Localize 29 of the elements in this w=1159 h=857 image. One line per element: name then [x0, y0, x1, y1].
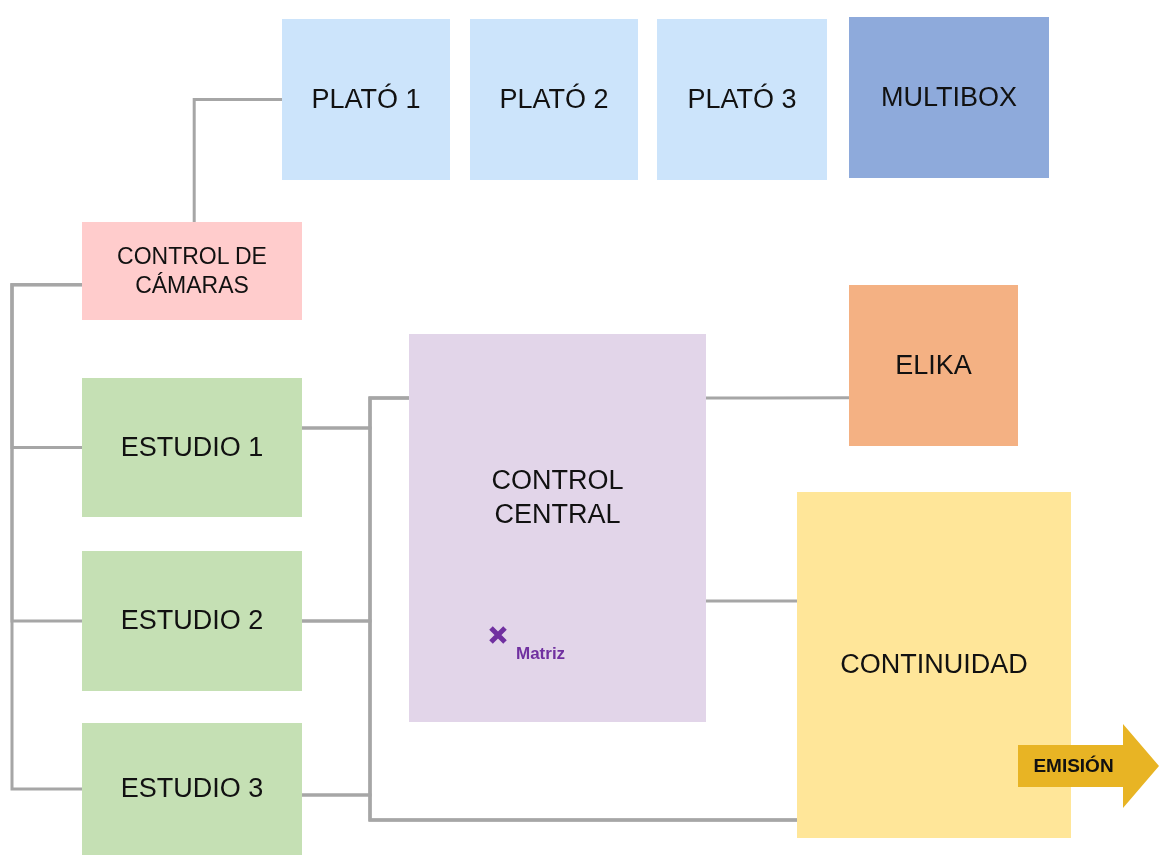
- stage-box: [470, 19, 638, 180]
- block-arrow: [1018, 724, 1159, 808]
- box-label: CONTROL CENTRAL: [490, 464, 625, 531]
- box-label: ELIKA: [894, 348, 973, 382]
- connector-line: [10, 283, 82, 791]
- box-label: ESTUDIO 3: [119, 772, 265, 806]
- box-label: CONTINUIDAD: [840, 648, 1028, 682]
- box-label: ESTUDIO 1: [119, 430, 265, 464]
- process-box: [849, 285, 1018, 446]
- connector-line: [302, 793, 797, 822]
- process-box: [849, 17, 1049, 178]
- box-label: PLATÓ 1: [310, 82, 422, 116]
- box-label: MULTIBOX: [880, 80, 1018, 114]
- studio-box: [82, 551, 302, 691]
- box-label: ESTUDIO 2: [119, 604, 265, 638]
- box-label: CONTROL DE CÁMARAS: [116, 242, 268, 300]
- control-box: [82, 222, 302, 320]
- control-box: [409, 334, 706, 722]
- studio-box: [82, 378, 302, 517]
- connector-line: [706, 599, 797, 603]
- stage-box: [282, 19, 450, 180]
- matrix-label: Matriz: [516, 644, 566, 664]
- arrow-label: EMISIÓN: [1033, 755, 1114, 777]
- box-label: PLATÓ 2: [498, 82, 610, 116]
- studio-box: [82, 723, 302, 855]
- connector-line: [192, 98, 282, 222]
- connector-line: [706, 396, 849, 400]
- stage-box: [657, 19, 827, 180]
- box-label: PLATÓ 3: [686, 82, 798, 116]
